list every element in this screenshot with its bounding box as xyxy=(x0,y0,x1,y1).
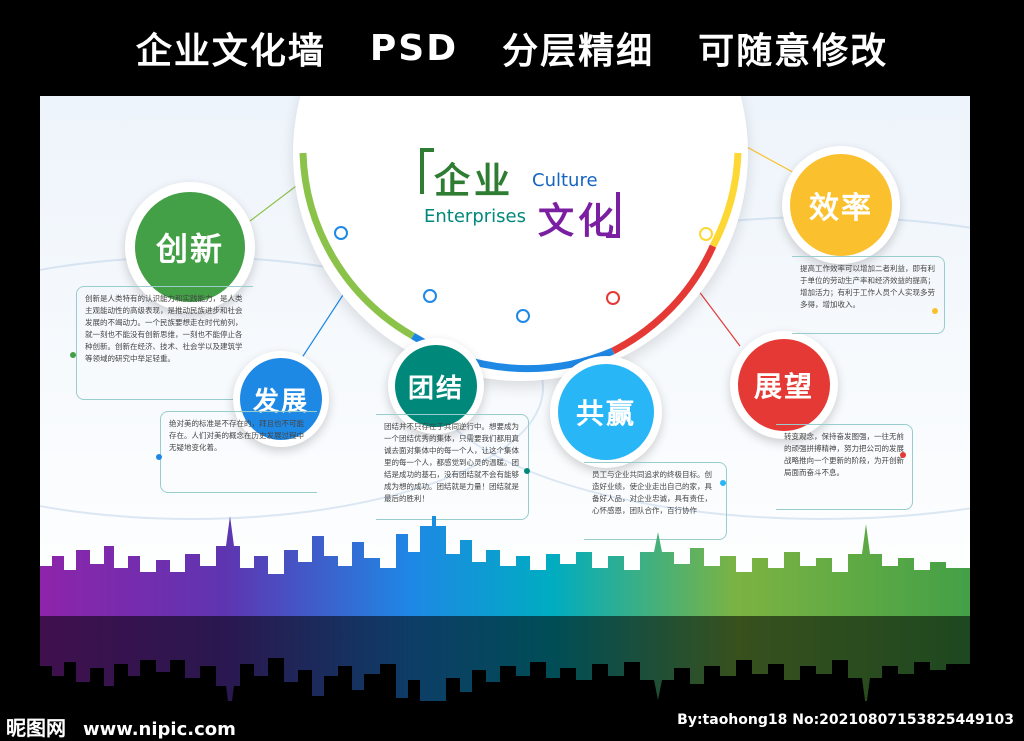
city-skyline xyxy=(40,516,970,616)
skyline-reflection xyxy=(40,616,970,701)
hub-dot xyxy=(699,227,713,241)
hub-dot xyxy=(423,289,437,303)
central-hub xyxy=(293,96,748,381)
node-gongying: 共赢 xyxy=(550,356,662,468)
chuangxin-marker-dot xyxy=(70,352,76,358)
banner-editable: 可随意修改 xyxy=(698,31,889,72)
tuanjie-description: 团结并不只存在于共同逆行中。想要成为一个团结优秀的集体，只需要我们都用真诚去面对… xyxy=(376,414,529,520)
chuangxin-description: 创新是人类特有的认识能力和实践能力，是人类主观能动性的高级表现，是推动民族进步和… xyxy=(76,286,253,400)
node-xiaolv-label: 效率 xyxy=(790,154,892,256)
banner-title: 企业文化墙 xyxy=(135,31,326,72)
xiaolv-description: 提高工作效率可以增加二者利益，即有利于单位的劳动生产率和经济效益的提高；增加活力… xyxy=(792,256,945,334)
hub-dot xyxy=(334,226,348,240)
node-tuanjie: 团结 xyxy=(388,338,484,434)
hub-dot xyxy=(516,309,530,323)
site-url[interactable]: www.nipic.com xyxy=(82,719,236,740)
node-chuangxin-label: 创新 xyxy=(135,192,245,302)
fazhan-marker-dot xyxy=(156,454,162,460)
node-chuangxin: 创新 xyxy=(125,182,255,312)
gongying-marker-dot xyxy=(720,480,726,486)
banner-layers: 分层精细 xyxy=(502,31,655,72)
fazhan-description: 绝对美的标准是不存在的，拜且也不可能存在。人们对美的概念在历史发展过程中无疑地变… xyxy=(160,411,317,493)
node-zhanwang-label: 展望 xyxy=(738,339,830,431)
logo-qiye: 企业 xyxy=(434,161,515,202)
xiaolv-marker-dot xyxy=(932,308,938,314)
zhanwang-marker-dot xyxy=(900,452,906,458)
gongying-description: 员工与企业共同追求的终极目标。创造好业绩，使企业走出自己的家，具备好人品，对企业… xyxy=(584,462,727,540)
zhanwang-description: 转变观念，保持奋发图强，一往无前的顽强拼搏精神，努力把公司的发展战略推向一个更新… xyxy=(776,424,913,510)
hub-ring xyxy=(299,152,742,373)
watermark-left: 昵图网 www.nipic.com xyxy=(6,712,236,741)
reflection-svg xyxy=(40,616,970,701)
node-zhanwang: 展望 xyxy=(730,331,838,439)
banner-format: PSD xyxy=(369,27,459,69)
culture-logo: 企业 Culture Enterprises 文化 xyxy=(420,148,620,242)
node-xiaolv: 效率 xyxy=(782,146,900,264)
site-name: 昵图网 xyxy=(6,716,66,740)
logo-bracket-left xyxy=(420,148,434,194)
logo-wenhua: 文化 xyxy=(538,201,619,242)
culture-wall-board: 企业 Culture Enterprises 文化 创新 创新是人类特有的认识能… xyxy=(40,96,970,616)
logo-bracket-right xyxy=(606,192,620,238)
hub-dot xyxy=(606,291,620,305)
tuanjie-marker-dot xyxy=(524,468,530,474)
credit-text: By:taohong18 No:20210807153825449103 xyxy=(677,712,1014,728)
top-banner: 企业文化墙 PSD 分层精细 可随意修改 xyxy=(0,0,1024,96)
logo-culture: Culture xyxy=(532,170,598,191)
node-gongying-label: 共赢 xyxy=(558,364,654,460)
node-tuanjie-label: 团结 xyxy=(395,345,477,427)
logo-enterprises: Enterprises xyxy=(424,206,526,227)
